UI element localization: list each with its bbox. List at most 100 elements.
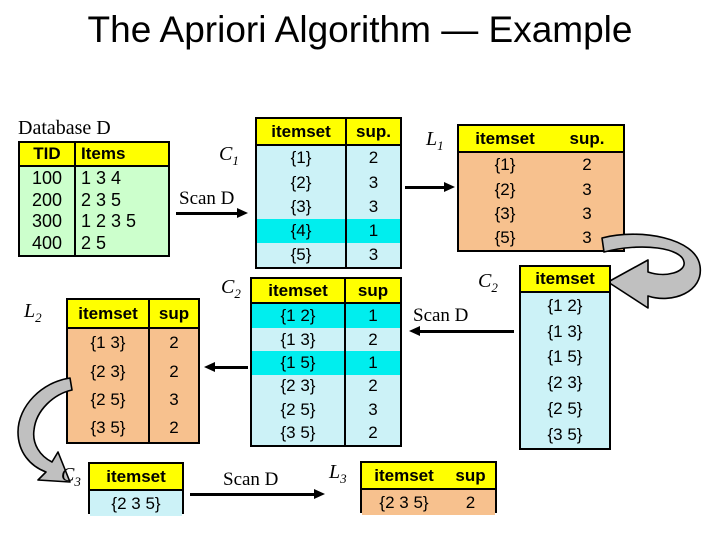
table-header-row: itemset sup.	[459, 126, 623, 154]
c2-itemset: {2 3}	[252, 374, 346, 399]
c2-middle-table: itemset sup {1 2} 1 {1 3} 2 {1 5} 1 {2 3…	[250, 277, 402, 447]
table-row: {1 2}	[521, 291, 609, 319]
l1-sup: 2	[551, 152, 623, 178]
c2-sup: 1	[345, 351, 400, 375]
c1-itemset: {1}	[257, 145, 347, 171]
l1-itemset: {5}	[459, 225, 551, 250]
l1-header-sup: sup.	[551, 126, 623, 154]
c1-sup: 3	[346, 170, 400, 195]
table-row: {5} 3	[459, 225, 623, 250]
db-tid: 100	[20, 166, 76, 190]
c1-sup: 3	[346, 194, 400, 219]
l3-sup: 2	[446, 489, 495, 515]
table-row: {1} 2	[257, 145, 400, 171]
table-row: {3 5}	[521, 422, 609, 448]
c2-itemset: {1 3}	[252, 327, 346, 352]
l3-label: L3	[329, 461, 347, 486]
curved-arrow-right-icon	[600, 226, 712, 312]
c2-itemset: {1 5}	[252, 351, 346, 375]
c3-itemset: {2 3 5}	[90, 490, 182, 516]
c1-itemset: {5}	[257, 242, 347, 267]
table-header-row: itemset	[521, 267, 609, 293]
scan-d-label-2: Scan D	[413, 305, 469, 326]
table-row: {2} 3	[257, 170, 400, 195]
c2r-itemset: {3 5}	[521, 422, 609, 448]
l1-itemset: {3}	[459, 201, 551, 226]
l1-label: L1	[426, 128, 444, 153]
l1-table: itemset sup. {1} 2 {2} 3 {3} 3 {5} 3	[457, 124, 625, 252]
c2r-itemset: {2 3}	[521, 370, 609, 397]
c1-sup: 1	[346, 218, 400, 243]
c1-header-itemset: itemset	[257, 119, 347, 147]
db-items: 1 3 4	[75, 166, 168, 190]
db-tid: 400	[20, 232, 76, 255]
table-row: {1} 2	[459, 152, 623, 178]
table-header-row: TID Items	[20, 143, 168, 168]
page-title: The Apriori Algorithm — Example	[87, 9, 633, 50]
l2-label: L2	[24, 300, 42, 325]
l2-sup: 3	[149, 385, 198, 414]
l1-itemset: {1}	[459, 152, 551, 178]
c1-label: C1	[219, 143, 239, 168]
table-row: {1 5}	[521, 344, 609, 371]
c2r-itemset: {2 5}	[521, 396, 609, 423]
c2-itemset: {1 2}	[252, 303, 346, 328]
table-row: {2 3} 2	[252, 374, 400, 399]
table-row: 100 1 3 4	[20, 166, 168, 190]
c1-table: itemset sup. {1} 2 {2} 3 {3} 3 {4} 1 {5}…	[255, 117, 402, 269]
table-row: {3} 3	[459, 201, 623, 226]
l2-itemset: {2 5}	[68, 385, 150, 414]
c2r-itemset: {1 5}	[521, 344, 609, 371]
c2-sup: 3	[345, 398, 400, 422]
c1-itemset: {3}	[257, 194, 347, 219]
table-row: {1 3}	[521, 318, 609, 345]
c2r-itemset: {1 2}	[521, 291, 609, 319]
table-header-row: itemset sup	[68, 300, 198, 330]
table-row: {2 5} 3	[252, 398, 400, 422]
scan-d-label-1: Scan D	[179, 188, 235, 209]
l2-itemset: {3 5}	[68, 413, 150, 442]
c1-sup: 3	[346, 242, 400, 267]
l2-header-sup: sup	[149, 300, 198, 330]
table-row: {3} 3	[257, 194, 400, 219]
c2-itemset: {2 5}	[252, 398, 346, 422]
database-table: TID Items 100 1 3 4 200 2 3 5 300 1 2 3 …	[18, 141, 170, 257]
c2-right-label: C2	[478, 270, 498, 295]
c3-table: itemset {2 3 5}	[88, 462, 184, 516]
db-items: 2 5	[75, 232, 168, 255]
c2r-header-itemset: itemset	[521, 267, 609, 293]
scan-d-label-3: Scan D	[223, 469, 279, 490]
l2-header-itemset: itemset	[68, 300, 150, 330]
table-row-highlighted: {4} 1	[257, 218, 400, 243]
c2-sup: 1	[345, 303, 400, 328]
table-header-row: itemset sup	[252, 279, 400, 305]
l1-sup: 3	[551, 201, 623, 226]
c1-sup: 2	[346, 145, 400, 171]
database-label: Database D	[18, 117, 111, 139]
table-header-row: itemset sup	[362, 463, 495, 490]
table-row: {2} 3	[459, 177, 623, 202]
c2-middle-label: C2	[221, 276, 241, 301]
l3-itemset: {2 3 5}	[362, 489, 446, 515]
l2-sup: 2	[149, 328, 198, 358]
c2-right-table: itemset {1 2} {1 3} {1 5} {2 3} {2 5} {3…	[519, 265, 611, 450]
table-row: {2 5} 3	[68, 385, 198, 414]
l2-itemset: {1 3}	[68, 328, 150, 358]
l2-itemset: {2 3}	[68, 357, 150, 386]
table-header-row: itemset	[90, 464, 182, 491]
db-items: 2 3 5	[75, 189, 168, 211]
c2-sup: 2	[345, 421, 400, 445]
table-row: {2 5}	[521, 396, 609, 423]
table-row-highlighted: {1 2} 1	[252, 303, 400, 328]
db-tid: 300	[20, 211, 76, 233]
c2-header-sup: sup	[345, 279, 400, 305]
db-header-tid: TID	[20, 143, 76, 168]
table-row: 200 2 3 5	[20, 189, 168, 211]
table-row: {3 5} 2	[68, 413, 198, 442]
table-row: {5} 3	[257, 242, 400, 267]
l3-header-sup: sup	[446, 463, 495, 490]
table-row: {3 5} 2	[252, 421, 400, 445]
l2-sup: 2	[149, 357, 198, 386]
table-row: {2 3}	[521, 370, 609, 397]
